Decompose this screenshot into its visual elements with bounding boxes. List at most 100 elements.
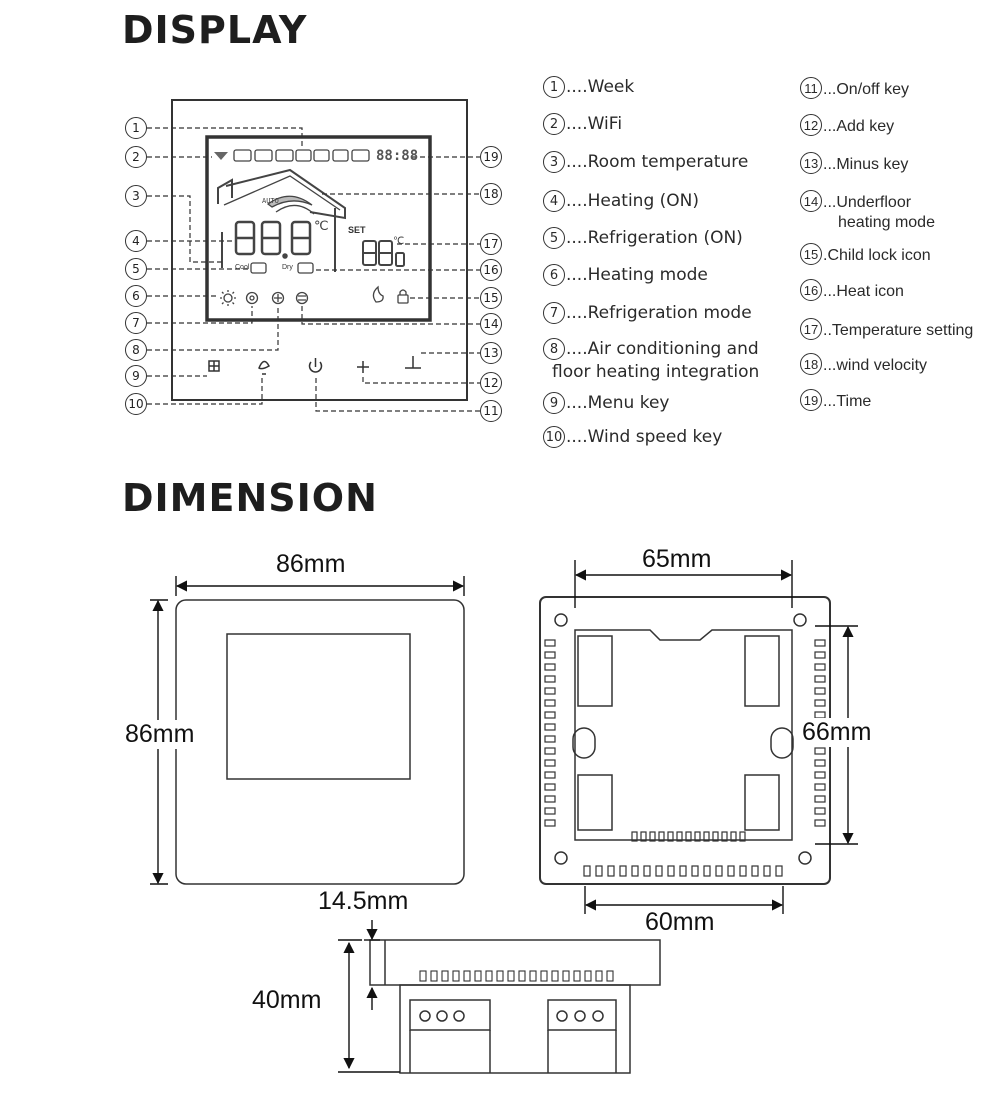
- legend-item-ac-floor-heating: 8....Air conditioning and: [543, 338, 759, 360]
- add-key-icon: [357, 361, 369, 373]
- callout-8: 8: [125, 339, 147, 361]
- legend-label: Time: [836, 393, 872, 410]
- legend-item-heating-mode: 6....Heating mode: [543, 264, 708, 286]
- legend-num: 3: [543, 151, 565, 173]
- callout-14: 14: [480, 313, 502, 335]
- legend-num: 13: [800, 152, 822, 174]
- legend-item-add-key: 12...Add key: [800, 114, 894, 136]
- side-tooth: [606, 970, 614, 982]
- legend-label: On/off key: [836, 81, 909, 98]
- side-tooth: [485, 970, 493, 982]
- side-tooth: [562, 970, 570, 982]
- legend-dots: ....: [566, 303, 588, 323]
- vent-slot: [649, 831, 656, 842]
- side-depth-total-label: 40mm: [252, 986, 322, 1014]
- vent-slot: [814, 639, 826, 647]
- callout-leaders: [147, 127, 480, 412]
- vent-slot: [814, 747, 826, 755]
- set-temperature-digits: [362, 240, 405, 267]
- week-days: [233, 149, 370, 162]
- vent-slot: [544, 819, 556, 827]
- legend-label: Add key: [836, 118, 895, 135]
- vent-slot: [640, 831, 647, 842]
- legend-item-refrigeration-on: 5....Refrigeration (ON): [543, 227, 743, 249]
- vent-slot: [676, 831, 683, 842]
- legend-item-menu-key: 9....Menu key: [543, 392, 669, 414]
- vent-slot: [691, 865, 699, 877]
- callout-2: 2: [125, 146, 147, 168]
- legend-num: 15: [800, 243, 822, 265]
- legend-label: Refrigeration mode: [587, 303, 752, 323]
- legend-item-temperature-setting: 17..Temperature setting: [800, 318, 973, 340]
- vent-slot: [667, 865, 675, 877]
- legend-item-wind-velocity: 18...wind velocity: [800, 353, 927, 375]
- vent-slot: [544, 759, 556, 767]
- vent-slot: [544, 711, 556, 719]
- callout-16: 16: [480, 259, 502, 281]
- legend-num: 2: [543, 113, 565, 135]
- legend-dots: ....: [566, 339, 588, 359]
- callout-19: 19: [480, 146, 502, 168]
- legend-num: 12: [800, 114, 822, 136]
- side-view: [369, 939, 661, 1074]
- legend-label: Child lock icon: [827, 247, 931, 264]
- vent-slot: [643, 865, 651, 877]
- dimension-heading: DIMENSION: [122, 476, 378, 520]
- vent-slot: [814, 819, 826, 827]
- wind-velocity-icon: AUTO: [262, 195, 315, 215]
- lcd-cool-label: Cool: [235, 264, 250, 271]
- refrigeration-mode-icon: [245, 291, 259, 305]
- vent-slot: [544, 687, 556, 695]
- side-tooth: [474, 970, 482, 982]
- legend-dots: ....: [566, 427, 588, 447]
- vent-slot: [544, 795, 556, 803]
- underfloor-heating-icon: [295, 291, 309, 305]
- callout-10: 10: [125, 393, 147, 415]
- callout-17: 17: [480, 233, 502, 255]
- room-temperature-digits: [234, 220, 312, 259]
- side-tooth: [441, 970, 449, 982]
- legend-dots: ...: [823, 118, 837, 135]
- legend-num: 16: [800, 279, 822, 301]
- legend-item-underfloor-heating-line2: heating mode: [838, 214, 935, 231]
- legend-item-week: 1....Week: [543, 76, 634, 98]
- legend-label: Heating (ON): [587, 191, 700, 211]
- vent-slot: [619, 865, 627, 877]
- vent-slot: [544, 723, 556, 731]
- vent-slot: [715, 865, 723, 877]
- side-tooth: [584, 970, 592, 982]
- callout-7: 7: [125, 312, 147, 334]
- vent-slot: [655, 865, 663, 877]
- svg-text:AUTO: AUTO: [262, 197, 279, 205]
- legend-dots: ...: [823, 283, 837, 300]
- legend-label: Menu key: [587, 393, 670, 413]
- front-width-label: 86mm: [276, 550, 346, 578]
- vent-slot: [775, 865, 783, 877]
- vent-slot: [814, 663, 826, 671]
- back-view: [539, 596, 831, 885]
- legend-label: Refrigeration (ON): [587, 228, 743, 248]
- vent-slot: [814, 687, 826, 695]
- callout-3: 3: [125, 185, 147, 207]
- back-height-label: 66mm: [802, 718, 872, 747]
- vent-slot: [544, 783, 556, 791]
- child-lock-icon: [397, 289, 409, 304]
- side-tooth: [595, 970, 603, 982]
- house-outline: [217, 168, 346, 220]
- legend-item-minus-key: 13...Minus key: [800, 152, 908, 174]
- heating-mode-icon: [220, 290, 236, 306]
- vent-slot: [814, 759, 826, 767]
- vent-slot: [727, 865, 735, 877]
- legend-dots: ....: [566, 114, 588, 134]
- side-tooth: [518, 970, 526, 982]
- integration-mode-icon: [271, 291, 285, 305]
- legend-dots: ...: [823, 156, 837, 173]
- side-tooth: [507, 970, 515, 982]
- callout-18: 18: [480, 183, 502, 205]
- side-tooth: [452, 970, 460, 982]
- vent-slot: [544, 663, 556, 671]
- legend-item-on-off-key: 11...On/off key: [800, 77, 909, 99]
- legend-item-wifi: 2....WiFi: [543, 113, 622, 135]
- lcd-set-unit: ℃: [393, 236, 405, 247]
- vent-slot: [814, 795, 826, 803]
